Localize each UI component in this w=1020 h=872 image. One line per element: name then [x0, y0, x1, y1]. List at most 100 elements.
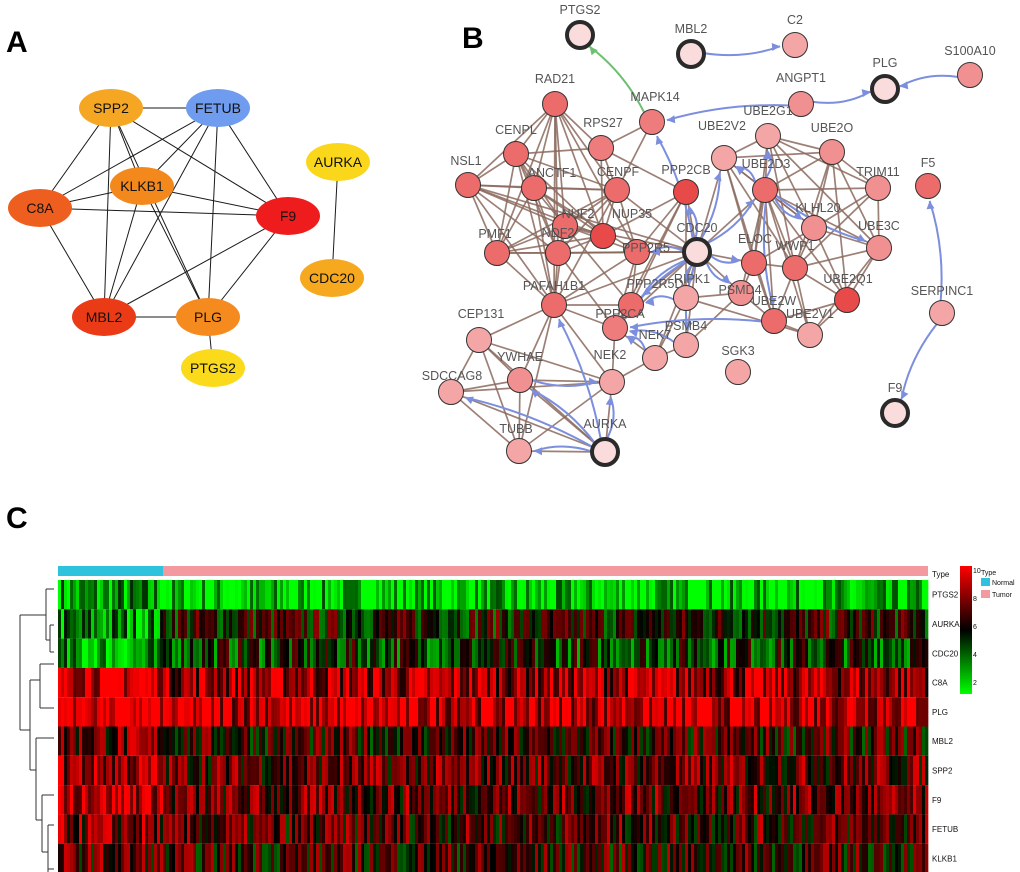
heatmap-cell — [565, 814, 569, 844]
heatmap-cell — [622, 785, 626, 815]
heatmap-cell — [898, 667, 902, 698]
heatmap-cell — [856, 814, 860, 844]
heatmap-cell — [376, 580, 380, 610]
heatmap-cell — [715, 609, 719, 639]
heatmap-cell — [649, 609, 653, 639]
heatmap-cell — [628, 667, 632, 698]
heatmap-cell — [271, 638, 275, 668]
heatmap-cell — [787, 814, 791, 844]
heatmap-cell — [157, 609, 161, 639]
gene-label-ube3c: UBE3C — [858, 219, 900, 233]
gene-label-nsl1: NSL1 — [450, 154, 481, 168]
heatmap-cell — [751, 638, 755, 668]
heatmap-cell — [61, 609, 65, 639]
heatmap-cell — [304, 609, 308, 639]
heatmap-cell — [835, 726, 839, 756]
heatmap-cell — [493, 726, 497, 756]
heatmap-cell — [541, 726, 545, 756]
heatmap-cell — [880, 609, 884, 639]
heatmap-cell — [685, 580, 689, 610]
heatmap-cell — [256, 785, 260, 815]
heatmap-cell — [781, 726, 785, 756]
interaction-ripk1-ube2v1 — [685, 297, 811, 336]
gene-label-pmf1: PMF1 — [478, 227, 511, 241]
heatmap-cell — [661, 580, 665, 610]
heatmap-cell — [157, 843, 161, 872]
heatmap-cell — [124, 785, 128, 815]
heatmap-cell — [394, 755, 398, 786]
heatmap-cell — [772, 814, 776, 844]
heatmap-cell — [457, 785, 461, 815]
heatmap-cell — [811, 609, 815, 639]
heatmap-cell — [751, 843, 755, 872]
heatmap-cell — [79, 785, 83, 815]
heatmap-cell — [367, 843, 371, 872]
pathway-serpinc1-f5 — [928, 200, 943, 302]
heatmap-cell — [841, 785, 845, 815]
arrowhead-aurka-nek2 — [605, 396, 614, 406]
heatmap-cell — [136, 843, 140, 872]
heatmap-cell — [265, 667, 269, 698]
heatmap-cell — [391, 580, 395, 610]
heatmap-cell — [583, 814, 587, 844]
heatmap-cell — [925, 755, 929, 786]
heatmap-cell — [892, 697, 896, 727]
heatmap-cell — [796, 843, 800, 872]
heatmap-cell — [103, 667, 107, 698]
heatmap-cell — [916, 638, 920, 668]
heatmap-cell — [625, 667, 629, 698]
heatmap-cell — [514, 580, 518, 610]
heatmap-cell — [631, 785, 635, 815]
heatmap-cell — [586, 785, 590, 815]
heatmap-cell — [268, 843, 272, 872]
heatmap-cell — [100, 785, 104, 815]
heatmap-cell — [343, 697, 347, 727]
heatmap-cell — [535, 667, 539, 698]
heatmap-cell — [817, 580, 821, 610]
heatmap-cell — [319, 726, 323, 756]
heatmap-cell — [427, 843, 431, 872]
heatmap-cell — [397, 785, 401, 815]
heatmap-cell — [565, 580, 569, 610]
heatmap-cell — [301, 755, 305, 786]
heatmap-cell — [754, 638, 758, 668]
heatmap-cell — [220, 609, 224, 639]
heatmap-cell — [142, 580, 146, 610]
heatmap-cell — [523, 843, 527, 872]
heatmap-cell — [127, 726, 131, 756]
heatmap-cell — [253, 814, 257, 844]
heatmap-cell — [499, 814, 503, 844]
heatmap-cell — [862, 843, 866, 872]
heatmap-cell — [622, 726, 626, 756]
heatmap-cell — [112, 638, 116, 668]
heatmap-cell — [349, 580, 353, 610]
heatmap-cell — [223, 726, 227, 756]
heatmap-cell — [430, 726, 434, 756]
heatmap-cell — [817, 638, 821, 668]
heatmap-cell — [103, 697, 107, 727]
gene-node-rad21 — [542, 91, 568, 117]
heatmap-cell — [412, 814, 416, 844]
heatmap-cell — [319, 843, 323, 872]
heatmap-cell — [799, 755, 803, 786]
heatmap-cell — [802, 726, 806, 756]
heatmap-cell — [235, 814, 239, 844]
heatmap-cell — [532, 667, 536, 698]
heatmap-cell — [355, 667, 359, 698]
heatmap-cell — [838, 667, 842, 698]
heatmap-cell — [670, 726, 674, 756]
heatmap-cell — [445, 726, 449, 756]
heatmap-cell — [541, 785, 545, 815]
heatmap-cell — [847, 843, 851, 872]
heatmap-cell — [427, 609, 431, 639]
heatmap-cell — [70, 814, 74, 844]
heatmap-cell — [853, 726, 857, 756]
heatmap-cell — [214, 667, 218, 698]
heatmap-cell — [190, 726, 194, 756]
heatmap-cell — [640, 580, 644, 610]
heatmap-cell — [619, 667, 623, 698]
heatmap-cell — [157, 814, 161, 844]
heatmap-cell — [898, 609, 902, 639]
heatmap-cell — [601, 667, 605, 698]
heatmap-cell — [559, 609, 563, 639]
